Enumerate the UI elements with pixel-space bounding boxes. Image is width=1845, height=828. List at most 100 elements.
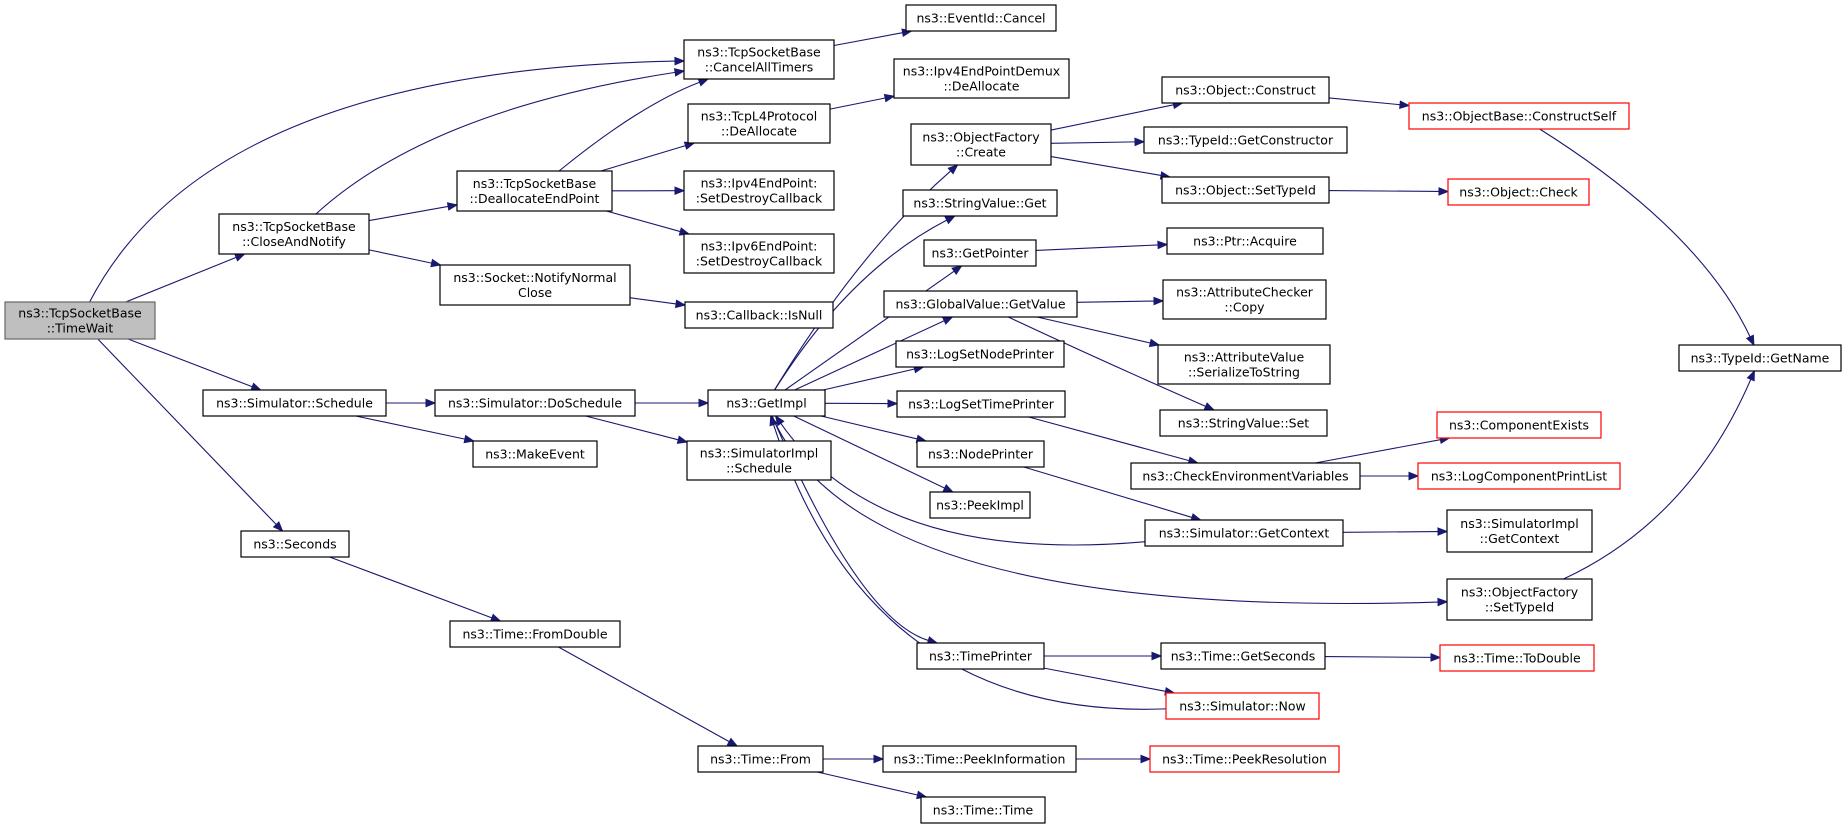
node-label: ns3::Ipv4EndPoint: bbox=[701, 176, 818, 191]
function-nodes: ns3::TcpSocketBase::TimeWaitns3::TcpSock… bbox=[4, 4, 1842, 824]
call-edge-simschedule-to-makeevent bbox=[355, 415, 476, 444]
node-label: ns3::LogSetTimePrinter bbox=[908, 397, 1055, 412]
node-objectconstruct[interactable]: ns3::Object::Construct bbox=[1161, 76, 1330, 104]
node-label: ns3::LogComponentPrintList bbox=[1431, 469, 1607, 484]
node-ipv4setdestroy[interactable]: ns3::Ipv4EndPoint::SetDestroyCallback bbox=[683, 170, 835, 211]
node-label: ns3::ObjectBase::ConstructSelf bbox=[1422, 109, 1617, 124]
node-label: ::SerializeToString bbox=[1188, 365, 1300, 380]
node-simgetcontext[interactable]: ns3::Simulator::GetContext bbox=[1144, 519, 1344, 547]
call-edge-timewait-to-simschedule bbox=[127, 338, 262, 391]
node-label: ns3::SimulatorImpl bbox=[1460, 516, 1578, 531]
node-label: ns3::TcpSocketBase bbox=[697, 45, 821, 60]
call-edge-timefrom-to-timetime bbox=[817, 771, 928, 800]
call-edge-timefromdouble-to-timefrom bbox=[558, 646, 739, 747]
node-stringvalueset[interactable]: ns3::StringValue::Set bbox=[1159, 409, 1328, 437]
node-timegetseconds[interactable]: ns3::Time::GetSeconds bbox=[1160, 642, 1326, 670]
node-label: ns3::Object::Check bbox=[1459, 185, 1578, 200]
call-edge-closeandnotify-to-deallocendpoint bbox=[368, 202, 459, 222]
node-stringvalueget[interactable]: ns3::StringValue::Get bbox=[902, 189, 1058, 217]
node-timefrom[interactable]: ns3::Time::From bbox=[697, 745, 824, 773]
node-cancelalltimers[interactable]: ns3::TcpSocketBase::CancelAllTimers bbox=[683, 39, 835, 80]
node-checkenvvars[interactable]: ns3::CheckEnvironmentVariables bbox=[1130, 462, 1361, 490]
node-ipv4demuxdealloc[interactable]: ns3::Ipv4EndPointDemux::DeAllocate bbox=[893, 58, 1070, 99]
node-peekimpl[interactable]: ns3::PeekImpl bbox=[929, 491, 1031, 519]
node-deallocendpoint[interactable]: ns3::TcpSocketBase::DeallocateEndPoint bbox=[456, 170, 613, 212]
node-label: ns3::TimePrinter bbox=[929, 649, 1033, 664]
call-edge-deallocendpoint-to-ipv4setdestroy bbox=[611, 186, 686, 196]
node-typeidgetconstructor[interactable]: ns3::TypeId::GetConstructor bbox=[1143, 126, 1348, 154]
node-getpointer[interactable]: ns3::GetPointer bbox=[923, 239, 1037, 267]
node-label: ::CloseAndNotify bbox=[242, 234, 346, 249]
call-edge-objfactorycreate-to-typeidgetconstructor bbox=[1050, 137, 1146, 147]
node-attrcheckercopy[interactable]: ns3::AttributeChecker::Copy bbox=[1162, 279, 1327, 320]
node-closeandnotify[interactable]: ns3::TcpSocketBase::CloseAndNotify bbox=[218, 213, 370, 255]
node-objfactorysettypeid[interactable]: ns3::ObjectFactory::SetTypeId bbox=[1446, 578, 1593, 621]
node-getimpl[interactable]: ns3::GetImpl bbox=[707, 389, 826, 417]
node-label: ns3::CheckEnvironmentVariables bbox=[1142, 469, 1348, 484]
node-label: ::DeallocateEndPoint bbox=[470, 191, 600, 206]
node-tcpl4dealloc[interactable]: ns3::TcpL4Protocol::DeAllocate bbox=[687, 103, 831, 144]
node-timepeekres[interactable]: ns3::Time::PeekResolution bbox=[1149, 745, 1340, 773]
node-typeidgetname[interactable]: ns3::TypeId::GetName bbox=[1678, 344, 1842, 372]
call-edge-timewait-to-seconds bbox=[97, 338, 284, 532]
node-simnow[interactable]: ns3::Simulator::Now bbox=[1165, 692, 1320, 720]
node-simdoschedule[interactable]: ns3::Simulator::DoSchedule bbox=[434, 389, 636, 417]
node-ipv6setdestroy[interactable]: ns3::Ipv6EndPoint::SetDestroyCallback bbox=[683, 233, 835, 274]
node-logsetnodeprinter[interactable]: ns3::LogSetNodePrinter bbox=[895, 340, 1065, 368]
call-edge-objfactorysettypeid-to-typeidgetname bbox=[1563, 369, 1755, 580]
node-nodeprinter[interactable]: ns3::NodePrinter bbox=[916, 440, 1045, 468]
node-componentexists[interactable]: ns3::ComponentExists bbox=[1436, 411, 1602, 439]
node-logsettimeprinter[interactable]: ns3::LogSetTimePrinter bbox=[896, 390, 1066, 418]
node-simimplgetcontext[interactable]: ns3::SimulatorImpl::GetContext bbox=[1446, 509, 1593, 553]
node-objfactorycreate[interactable]: ns3::ObjectFactory::Create bbox=[910, 123, 1052, 166]
node-simschedule[interactable]: ns3::Simulator::Schedule bbox=[202, 389, 387, 417]
node-label: ::CancelAllTimers bbox=[705, 60, 814, 75]
node-timepeekinfo[interactable]: ns3::Time::PeekInformation bbox=[882, 745, 1077, 773]
node-label: ::GetContext bbox=[1480, 531, 1560, 546]
node-logcomponentprintlist[interactable]: ns3::LogComponentPrintList bbox=[1417, 462, 1621, 490]
node-label: ns3::LogSetNodePrinter bbox=[906, 347, 1055, 362]
node-ptracquire[interactable]: ns3::Ptr::Acquire bbox=[1166, 227, 1324, 255]
node-timetodouble[interactable]: ns3::Time::ToDouble bbox=[1439, 644, 1595, 672]
call-edge-globalvaluegetvalue-to-attrcheckercopy bbox=[1076, 296, 1165, 306]
node-label: Close bbox=[518, 285, 552, 300]
node-timefromdouble[interactable]: ns3::Time::FromDouble bbox=[449, 620, 621, 648]
node-makeevent[interactable]: ns3::MakeEvent bbox=[472, 440, 598, 468]
node-label: ::DeAllocate bbox=[943, 79, 1019, 94]
node-timetime[interactable]: ns3::Time::Time bbox=[920, 796, 1046, 824]
call-edge-getimpl-to-objfactorysettypeid bbox=[771, 415, 1449, 607]
node-simimplschedule[interactable]: ns3::SimulatorImpl::Schedule bbox=[686, 440, 832, 481]
call-edge-simschedule-to-simdoschedule bbox=[386, 398, 437, 408]
call-edge-deallocendpoint-to-tcpl4dealloc bbox=[600, 141, 696, 172]
node-timewait[interactable]: ns3::TcpSocketBase::TimeWait bbox=[4, 301, 156, 340]
call-edge-timepeekinfo-to-timepeekres bbox=[1076, 754, 1152, 764]
call-edge-timeprinter-to-simnow bbox=[1043, 667, 1176, 696]
call-edge-simgetcontext-to-simimplgetcontext bbox=[1342, 527, 1449, 536]
node-label: :SetDestroyCallback bbox=[696, 254, 823, 269]
call-edge-closeandnotify-to-notifynormalclose bbox=[368, 249, 442, 268]
call-edge-checkenvvars-to-logcomponentprintlist bbox=[1360, 471, 1420, 481]
call-edge-deallocendpoint-to-ipv6setdestroy bbox=[606, 210, 691, 236]
call-edge-getimpl-to-logsetnodeprinter bbox=[823, 364, 925, 391]
node-objectcheck[interactable]: ns3::Object::Check bbox=[1447, 178, 1590, 206]
node-label: ns3::TcpSocketBase bbox=[232, 219, 356, 234]
node-seconds[interactable]: ns3::Seconds bbox=[240, 530, 350, 558]
call-edge-closeandnotify-to-cancelalltimers bbox=[315, 68, 686, 215]
call-edge-getpointer-to-ptracquire bbox=[1035, 240, 1169, 252]
node-globalvaluegetvalue[interactable]: ns3::GlobalValue::GetValue bbox=[883, 290, 1078, 318]
node-objectsettypeid[interactable]: ns3::Object::SetTypeId bbox=[1161, 176, 1330, 204]
node-label: ns3::EventId::Cancel bbox=[916, 11, 1045, 26]
node-objectbaseconstructself[interactable]: ns3::ObjectBase::ConstructSelf bbox=[1408, 102, 1630, 130]
node-label: ::Copy bbox=[1224, 300, 1265, 315]
node-callbackisnull[interactable]: ns3::Callback::IsNull bbox=[684, 301, 834, 329]
node-eventidcancel[interactable]: ns3::EventId::Cancel bbox=[905, 4, 1057, 32]
node-label: ::TimeWait bbox=[47, 321, 114, 336]
node-label: ns3::Time::GetSeconds bbox=[1171, 649, 1316, 664]
node-label: ns3::Object::Construct bbox=[1175, 83, 1316, 98]
node-attrvalueserialize[interactable]: ns3::AttributeValue::SerializeToString bbox=[1157, 344, 1331, 385]
node-label: ns3::Object::SetTypeId bbox=[1175, 183, 1316, 198]
node-timeprinter[interactable]: ns3::TimePrinter bbox=[916, 642, 1045, 670]
node-label: ns3::ObjectFactory bbox=[1461, 585, 1579, 600]
call-edge-notifynormalclose-to-callbackisnull bbox=[629, 297, 687, 309]
